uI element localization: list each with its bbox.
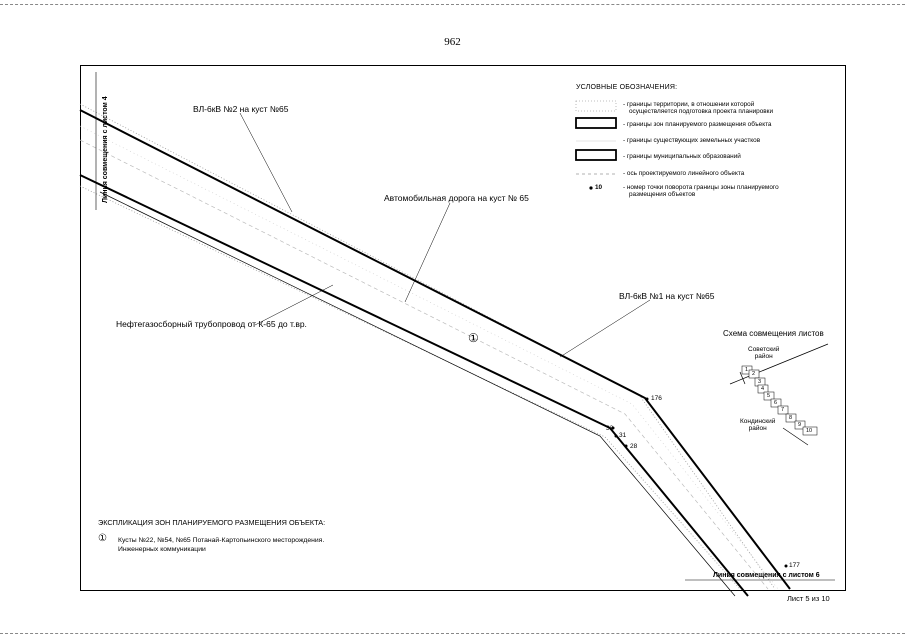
scheme-sheet-4-box <box>757 384 769 394</box>
legend-item-territory: - границы территории, в отношении которо… <box>623 101 773 115</box>
leader-vl1 <box>559 299 651 358</box>
explication-text: Кусты №22, №54, №65 Потанай-Картопьинско… <box>118 536 324 554</box>
leader-pipeline <box>254 284 334 326</box>
pipeline-line <box>99 191 736 597</box>
legend-title: УСЛОВНЫЕ ОБОЗНАЧЕНИЯ: <box>576 84 678 91</box>
scheme-sheet-3: 3 <box>758 379 762 385</box>
territory-boundary-upper <box>79 103 776 590</box>
legend-item-axis: - ось проектируемого линейного объекта <box>623 170 745 177</box>
point-label: 176 <box>651 395 662 402</box>
scheme-sheet-5: 5 <box>767 393 771 399</box>
scheme-sheet-9-box <box>794 420 806 430</box>
zone-marker: ① <box>468 331 479 345</box>
legend-point-sample: 10 <box>595 184 603 191</box>
legend-text: размещения объектов <box>629 191 696 198</box>
explication-line: Кусты №22, №54, №65 Потанай-Картопьинско… <box>118 537 325 544</box>
page-number: 962 <box>444 36 461 48</box>
point-label: 177 <box>789 562 800 569</box>
label-line-sheet6: Линия совмещения с листом 6 <box>713 572 820 579</box>
explication-marker: ① <box>98 533 107 544</box>
map-frame <box>80 65 846 591</box>
scheme-sheet-9: 9 <box>798 422 802 428</box>
legend-text: - номер точки поворота границы зоны план… <box>623 184 779 191</box>
legend-item-municipal: - границы муниципальных образований <box>623 153 741 160</box>
point-176-marker <box>645 397 649 401</box>
scheme-sheet-10-box <box>802 426 818 436</box>
point-label: 33 <box>606 425 614 432</box>
point-label: 28 <box>630 443 638 450</box>
axis-line-road <box>79 139 769 590</box>
label-pipeline: Нефтегазосборный трубопровод от К-65 до … <box>116 319 307 329</box>
scheme-sheet-4: 4 <box>761 386 765 392</box>
label-vl-kv1: ВЛ-6кВ №1 на куст №65 <box>619 291 715 301</box>
scheme-sheet-7: 7 <box>781 407 785 413</box>
region-name: Кондинский <box>740 418 776 425</box>
explication-line: Инженерных коммуникации <box>118 546 206 553</box>
legend-item-point: - номер точки поворота границы зоны план… <box>623 184 779 198</box>
scheme-border-line-2 <box>739 371 746 385</box>
leader-road <box>404 202 451 303</box>
leader-vl2 <box>239 112 293 213</box>
scheme-sheet-2-box <box>748 369 760 379</box>
scheme-sheet-5-box <box>763 391 775 401</box>
scheme-sheet-6-box <box>770 398 782 408</box>
sheet-footer: Лист 5 из 10 <box>787 594 830 603</box>
scheme-border-line-1 <box>729 343 829 385</box>
territory-boundary-lower <box>79 185 741 590</box>
scan-top-edge <box>0 4 905 6</box>
point-177-marker <box>784 564 788 568</box>
scheme-title: Схема совмещения листов <box>723 329 824 338</box>
label-line-sheet4: Линия совмещения с листом 4 <box>102 96 109 203</box>
scheme-sheet-10: 10 <box>806 428 813 434</box>
point-31-marker <box>614 434 618 438</box>
scheme-sheet-1: 1 <box>745 367 749 373</box>
legend-symbol-point <box>589 186 593 190</box>
point-33-marker <box>611 426 615 430</box>
scheme-sheet-7-box <box>777 405 789 415</box>
region-name: Советский <box>748 346 780 353</box>
scheme-sheet-8: 8 <box>789 415 793 421</box>
legend-symbol-territory <box>575 100 617 112</box>
point-28-marker <box>624 444 628 448</box>
legend-item-parcels: - границы существующих земельных участко… <box>623 137 761 144</box>
scheme-region-top: Советский район <box>748 346 779 360</box>
legend-text: - границы территории, в отношении которо… <box>623 101 755 108</box>
explication-title: ЭКСПЛИКАЦИЯ ЗОН ПЛАНИРУЕМОГО РАЗМЕЩЕНИЯ … <box>98 518 326 527</box>
scan-bottom-edge <box>0 633 905 635</box>
label-road: Автомобильная дорога на куст № 65 <box>384 193 529 203</box>
scheme-sheet-2: 2 <box>752 371 756 377</box>
scheme-region-bottom: Кондинский район <box>740 418 775 432</box>
label-vl-kv2: ВЛ-6кВ №2 на куст №65 <box>193 104 289 114</box>
scheme-sheet-boxes <box>741 365 818 436</box>
scheme-sheet-8-box <box>785 413 797 423</box>
legend-symbol-municipal <box>575 149 617 161</box>
zone-boundary-upper <box>79 109 791 590</box>
scheme-sheet-6: 6 <box>774 400 778 406</box>
region-name: район <box>754 353 773 360</box>
legend-text: осуществляется подготовка проекта планир… <box>629 108 774 115</box>
legend-symbol-zone <box>575 117 617 129</box>
zone-boundary-lower <box>79 174 749 597</box>
point-label: 31 <box>619 432 627 439</box>
legend-item-zone: - границы зон планируемого размещения об… <box>623 121 772 128</box>
scheme-border-line-3 <box>782 427 809 446</box>
region-name: район <box>748 425 767 432</box>
